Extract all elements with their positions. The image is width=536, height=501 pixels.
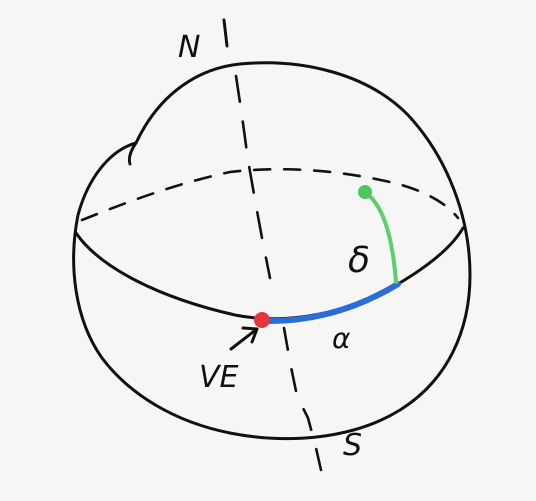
south-label: S	[343, 428, 362, 463]
right-ascension-arc	[260, 281, 401, 325]
vernal-equinox-point	[254, 312, 270, 328]
sphere-bump	[127, 141, 138, 166]
right-ascension-label: α	[332, 322, 351, 355]
north-label: N	[178, 30, 200, 65]
vernal-equinox-arrowhead	[241, 326, 259, 344]
polar-axis-north-stub	[222, 18, 229, 48]
polar-axis-top	[234, 74, 272, 280]
sphere-outline	[72, 61, 472, 441]
declination-label: δ	[348, 240, 370, 281]
polar-axis-bottom	[282, 326, 323, 472]
vernal-equinox-arrow	[229, 327, 259, 351]
vernal-equinox-label: VE	[199, 360, 239, 395]
equator-back	[80, 167, 460, 222]
star-point	[358, 185, 372, 199]
declination-arc	[364, 191, 398, 284]
